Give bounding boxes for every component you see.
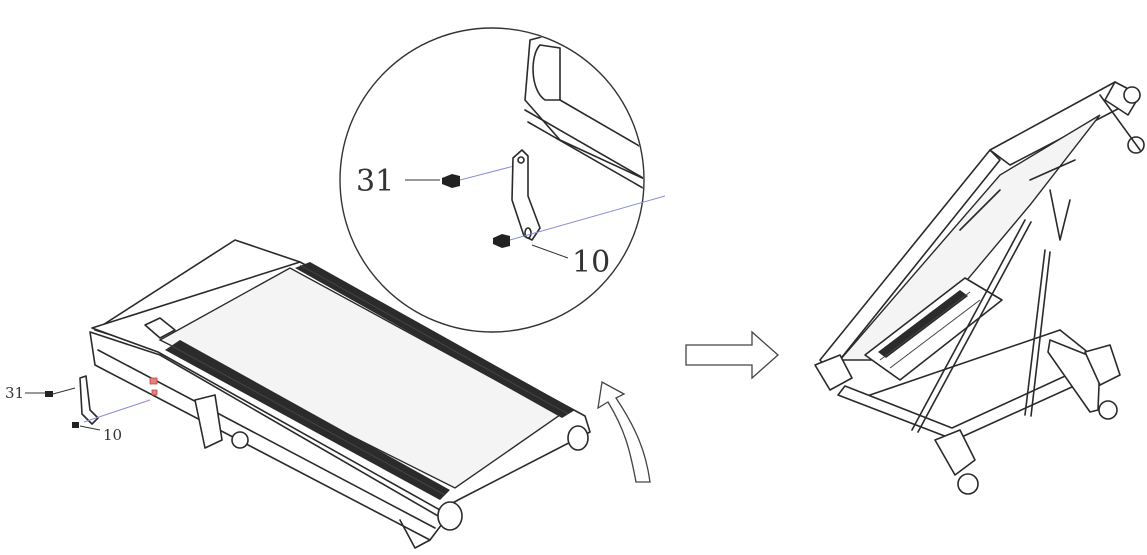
- treadmill-flat: 31 10: [5, 239, 591, 549]
- frame-bracket: [194, 394, 223, 449]
- folded-wheel-rear: [1098, 400, 1118, 420]
- folded-motor-housing: [864, 277, 1003, 381]
- treadmill-side-panel: [89, 331, 446, 541]
- roller-rear: [567, 425, 589, 451]
- callout-main-10: 10: [103, 426, 122, 444]
- main-bolt-31: [45, 387, 76, 397]
- callout-detail-10: 10: [572, 245, 610, 280]
- hollow-right-arrow-icon: [685, 330, 779, 380]
- main-bracket-10: [72, 375, 151, 428]
- callout-detail-31: 31: [356, 164, 394, 199]
- folded-front-bracket: [934, 429, 976, 476]
- callout-main-31: 31: [5, 384, 24, 402]
- treadmill-folded: [814, 81, 1145, 495]
- detail-view: 31 10: [339, 27, 666, 333]
- roller-front: [437, 501, 463, 531]
- folded-wheel-front: [957, 473, 979, 495]
- curved-up-arrow-icon: [597, 380, 651, 483]
- detail-bolt-31: [405, 164, 519, 188]
